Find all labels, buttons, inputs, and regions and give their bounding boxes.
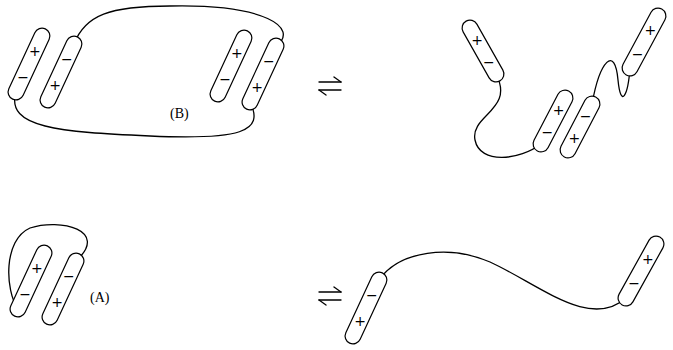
charge-sign: + (553, 103, 565, 117)
charged-rod: −+ (345, 272, 387, 344)
rod-outline (42, 253, 84, 325)
charge-sign: − (17, 70, 29, 84)
chain-segment (475, 74, 541, 157)
charge-sign: − (19, 287, 31, 301)
charge-sign: − (628, 276, 640, 290)
charge-sign: + (251, 80, 263, 94)
charge-sign: − (219, 72, 231, 86)
charged-rod: −+ (242, 38, 284, 110)
rod-outline (618, 236, 664, 306)
charged-rod: +− (618, 236, 664, 306)
rod-outline (345, 272, 387, 344)
charge-sign: + (645, 23, 657, 37)
charge-sign: + (569, 131, 581, 145)
charge-sign: + (231, 46, 243, 60)
rod-outline (242, 38, 284, 110)
charge-sign: − (542, 125, 554, 139)
charge-sign: + (642, 252, 654, 266)
charge-sign: − (63, 269, 75, 283)
rod-outline (560, 96, 600, 158)
charged-rod: +− (462, 20, 504, 82)
charge-sign: − (580, 109, 592, 123)
chain-segment (379, 252, 626, 309)
charge-sign: − (483, 55, 495, 69)
charged-rod: −+ (42, 253, 84, 325)
charge-sign: + (51, 295, 63, 309)
panel-label: (A) (90, 290, 109, 305)
rod-outline (622, 8, 666, 76)
charge-sign: − (61, 52, 73, 66)
charge-sign: − (263, 54, 275, 68)
charge-sign: − (366, 288, 378, 302)
charge-sign: + (49, 78, 61, 92)
charge-sign: + (29, 44, 41, 58)
charge-sign: + (354, 314, 366, 328)
rod-outline (462, 20, 504, 82)
panel-label: (B) (170, 106, 189, 121)
charge-sign: + (31, 261, 43, 275)
charged-rod: −+ (40, 36, 82, 108)
rod-outline (40, 36, 82, 108)
charged-rod: −+ (560, 96, 600, 158)
charged-rod: +− (622, 8, 666, 76)
charge-sign: + (471, 33, 483, 47)
charge-sign: − (632, 47, 644, 61)
